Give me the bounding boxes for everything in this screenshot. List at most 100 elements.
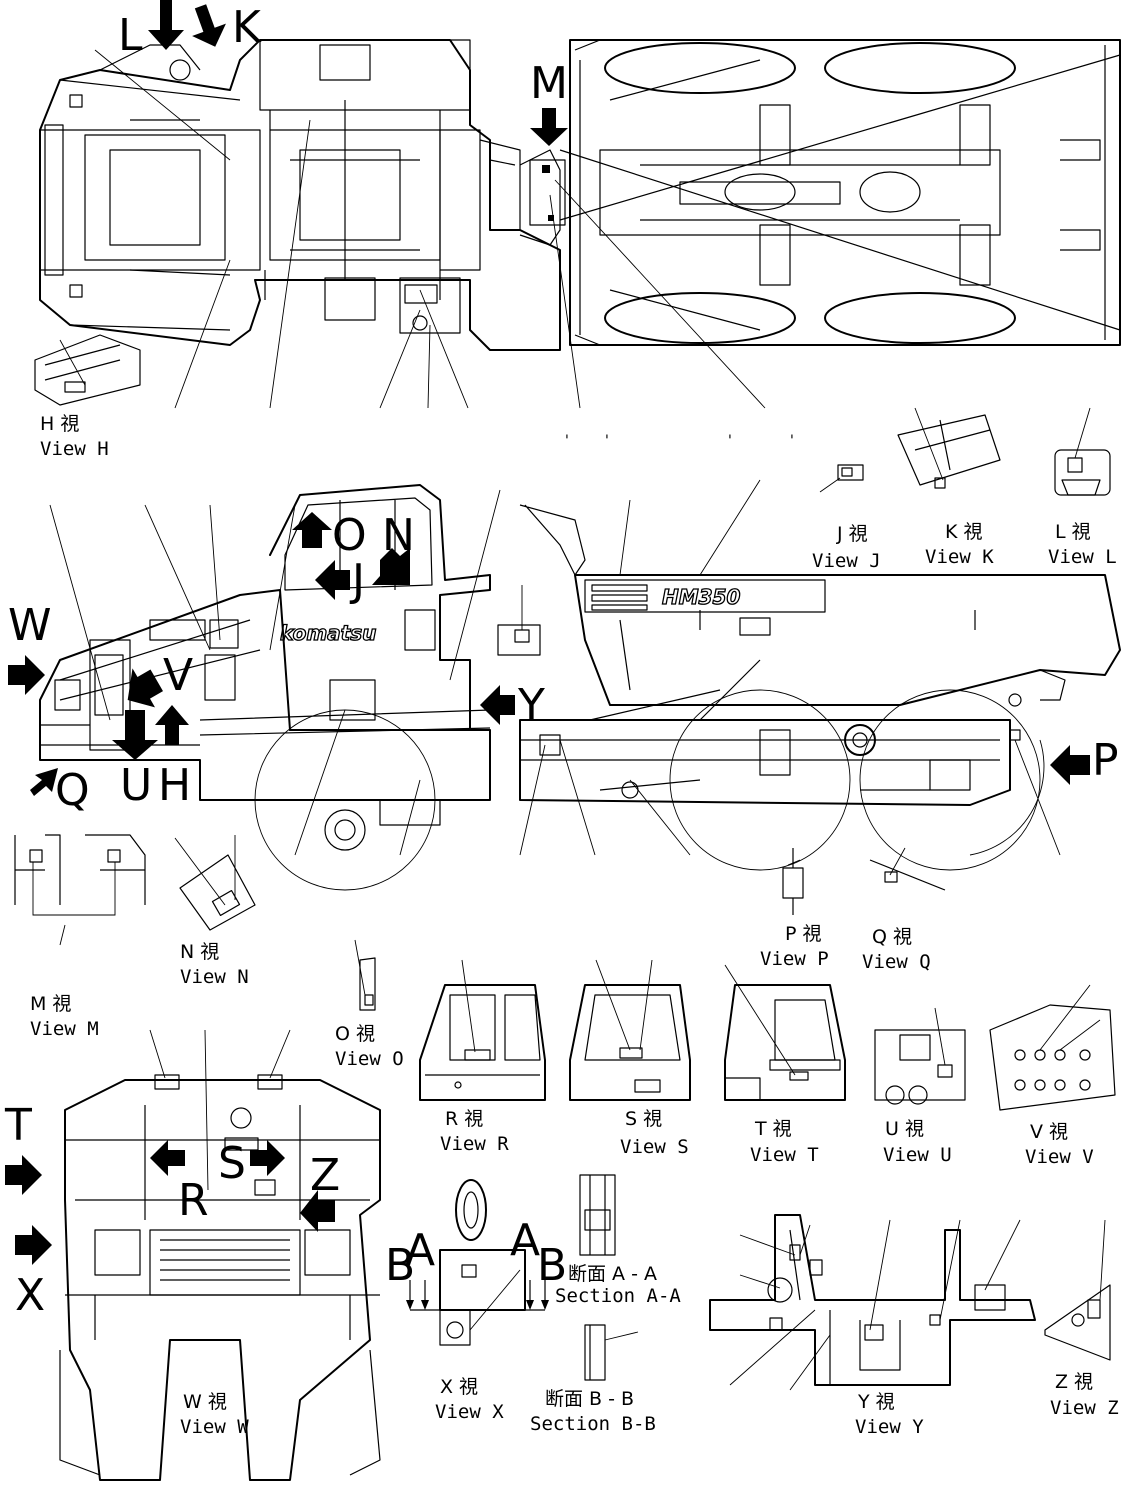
caption-s-en: View S	[620, 1136, 689, 1158]
tick-2: '	[605, 433, 609, 449]
view-r-detail	[419, 959, 546, 1101]
view-v-detail	[989, 984, 1116, 1111]
top-arrows: L K M	[118, 0, 568, 146]
section-label-b2: B	[537, 1240, 567, 1291]
caption-j-jp: J 視	[836, 523, 868, 545]
arrow-label-j: J	[349, 555, 365, 606]
caption-n-jp: N 視	[180, 941, 219, 963]
view-n-detail	[174, 835, 256, 931]
caption-m-en: View M	[30, 1018, 99, 1040]
arrow-k-icon	[192, 4, 226, 47]
caption-z-en: View Z	[1050, 1397, 1119, 1419]
caption-x-jp: X 視	[440, 1376, 478, 1398]
view-o-detail	[354, 939, 376, 1011]
caption-section-bb-jp: 断面 B - B	[545, 1388, 634, 1410]
arrow-z-icon	[300, 1190, 335, 1232]
model-decal-text: HM350	[662, 585, 740, 609]
caption-j-en: View J	[812, 550, 881, 572]
arrow-label-w: W	[8, 600, 52, 651]
section-bb-detail	[584, 1324, 639, 1381]
view-k-detail	[897, 407, 1001, 489]
arrow-p-icon	[1050, 745, 1090, 785]
arrow-v-icon	[127, 668, 163, 708]
caption-z-jp: Z 視	[1055, 1371, 1093, 1393]
arrow-label-r: R	[178, 1175, 209, 1226]
view-x-detail: B A A B	[385, 1179, 567, 1346]
arrow-w-icon	[8, 655, 45, 695]
view-l-detail	[1054, 407, 1111, 496]
caption-q-en: View Q	[862, 951, 931, 973]
view-m-detail	[14, 834, 146, 946]
caption-w-jp: W 視	[183, 1391, 227, 1413]
arrow-label-z: Z	[310, 1150, 340, 1201]
arrow-label-l: L	[118, 10, 143, 61]
front-view-w	[59, 1029, 381, 1481]
arrow-label-q: Q	[55, 765, 90, 816]
caption-k-en: View K	[925, 546, 994, 568]
caption-p-en: View P	[760, 948, 829, 970]
caption-p-jp: P 視	[785, 923, 822, 945]
tick-1: '	[565, 433, 569, 449]
arrow-s-right-icon	[250, 1140, 285, 1176]
side-view-front-chassis	[39, 589, 491, 851]
arrow-label-y: Y	[517, 680, 545, 731]
caption-y-jp: Y 視	[857, 1391, 895, 1413]
caption-o-en: View O	[335, 1048, 404, 1070]
caption-r-en: View R	[440, 1133, 509, 1155]
caption-h-en: View H	[40, 438, 109, 460]
view-j-detail	[819, 464, 864, 493]
view-s-detail	[569, 959, 691, 1101]
arrow-q-icon	[30, 768, 58, 796]
side-view-dump-body: HM350	[519, 504, 1121, 707]
caption-o-jp: O 視	[335, 1023, 375, 1045]
arrow-m-icon	[530, 108, 568, 146]
arrow-y-icon	[480, 685, 515, 725]
arrow-h-icon	[155, 705, 189, 745]
front-arrows: T S R Z X	[4, 1100, 340, 1321]
arrow-x-icon	[15, 1225, 52, 1265]
arrow-label-m: M	[530, 58, 568, 109]
caption-k-jp: K 視	[945, 521, 983, 543]
caption-w-en: View W	[180, 1416, 249, 1438]
view-y-detail	[709, 1214, 1036, 1391]
arrow-label-t: T	[4, 1100, 32, 1151]
caption-v-en: View V	[1025, 1146, 1094, 1168]
caption-section-aa-en: Section A-A	[555, 1285, 681, 1307]
side-view-leader-lines	[49, 479, 1061, 856]
view-t-detail	[724, 964, 846, 1101]
arrow-label-p: P	[1092, 735, 1119, 786]
caption-x-en: View X	[435, 1401, 504, 1423]
caption-q-jp: Q 視	[872, 926, 912, 948]
section-label-b1: B	[385, 1240, 415, 1291]
caption-l-jp: L 視	[1055, 521, 1091, 543]
caption-s-jp: S 視	[625, 1108, 662, 1130]
arrow-label-n: N	[382, 510, 415, 561]
arrow-u-icon	[112, 710, 158, 760]
top-view-leader-lines	[94, 49, 766, 409]
side-small-decal	[497, 585, 541, 656]
tick-3: '	[728, 433, 732, 449]
arrow-n-icon	[372, 548, 410, 585]
arrow-label-x: X	[15, 1270, 45, 1321]
caption-t-en: View T	[750, 1144, 819, 1166]
arrow-o-icon	[292, 512, 332, 548]
view-captions: H 視 View H J 視 View J K 視 View K L 視 Vie…	[30, 413, 1119, 1438]
side-view-cab: komatsu	[269, 484, 491, 731]
section-label-a2: A	[510, 1215, 540, 1266]
view-p-detail	[782, 848, 804, 915]
section-label-a1: A	[405, 1225, 435, 1276]
top-view-rear-frame	[529, 39, 1121, 346]
arrow-label-u: U	[120, 760, 152, 811]
caption-l-en: View L	[1048, 546, 1117, 568]
caption-u-en: View U	[883, 1144, 952, 1166]
view-u-detail	[874, 1007, 966, 1105]
brand-decal-text: komatsu	[280, 621, 376, 645]
arrow-label-k: K	[232, 2, 262, 53]
tick-4: '	[790, 433, 794, 449]
arrow-label-h: H	[158, 760, 191, 811]
section-aa-detail	[579, 1174, 616, 1256]
caption-section-aa-jp: 断面 A - A	[568, 1263, 657, 1285]
arrow-l-icon	[148, 0, 184, 50]
arrow-s-left-icon	[150, 1140, 185, 1176]
